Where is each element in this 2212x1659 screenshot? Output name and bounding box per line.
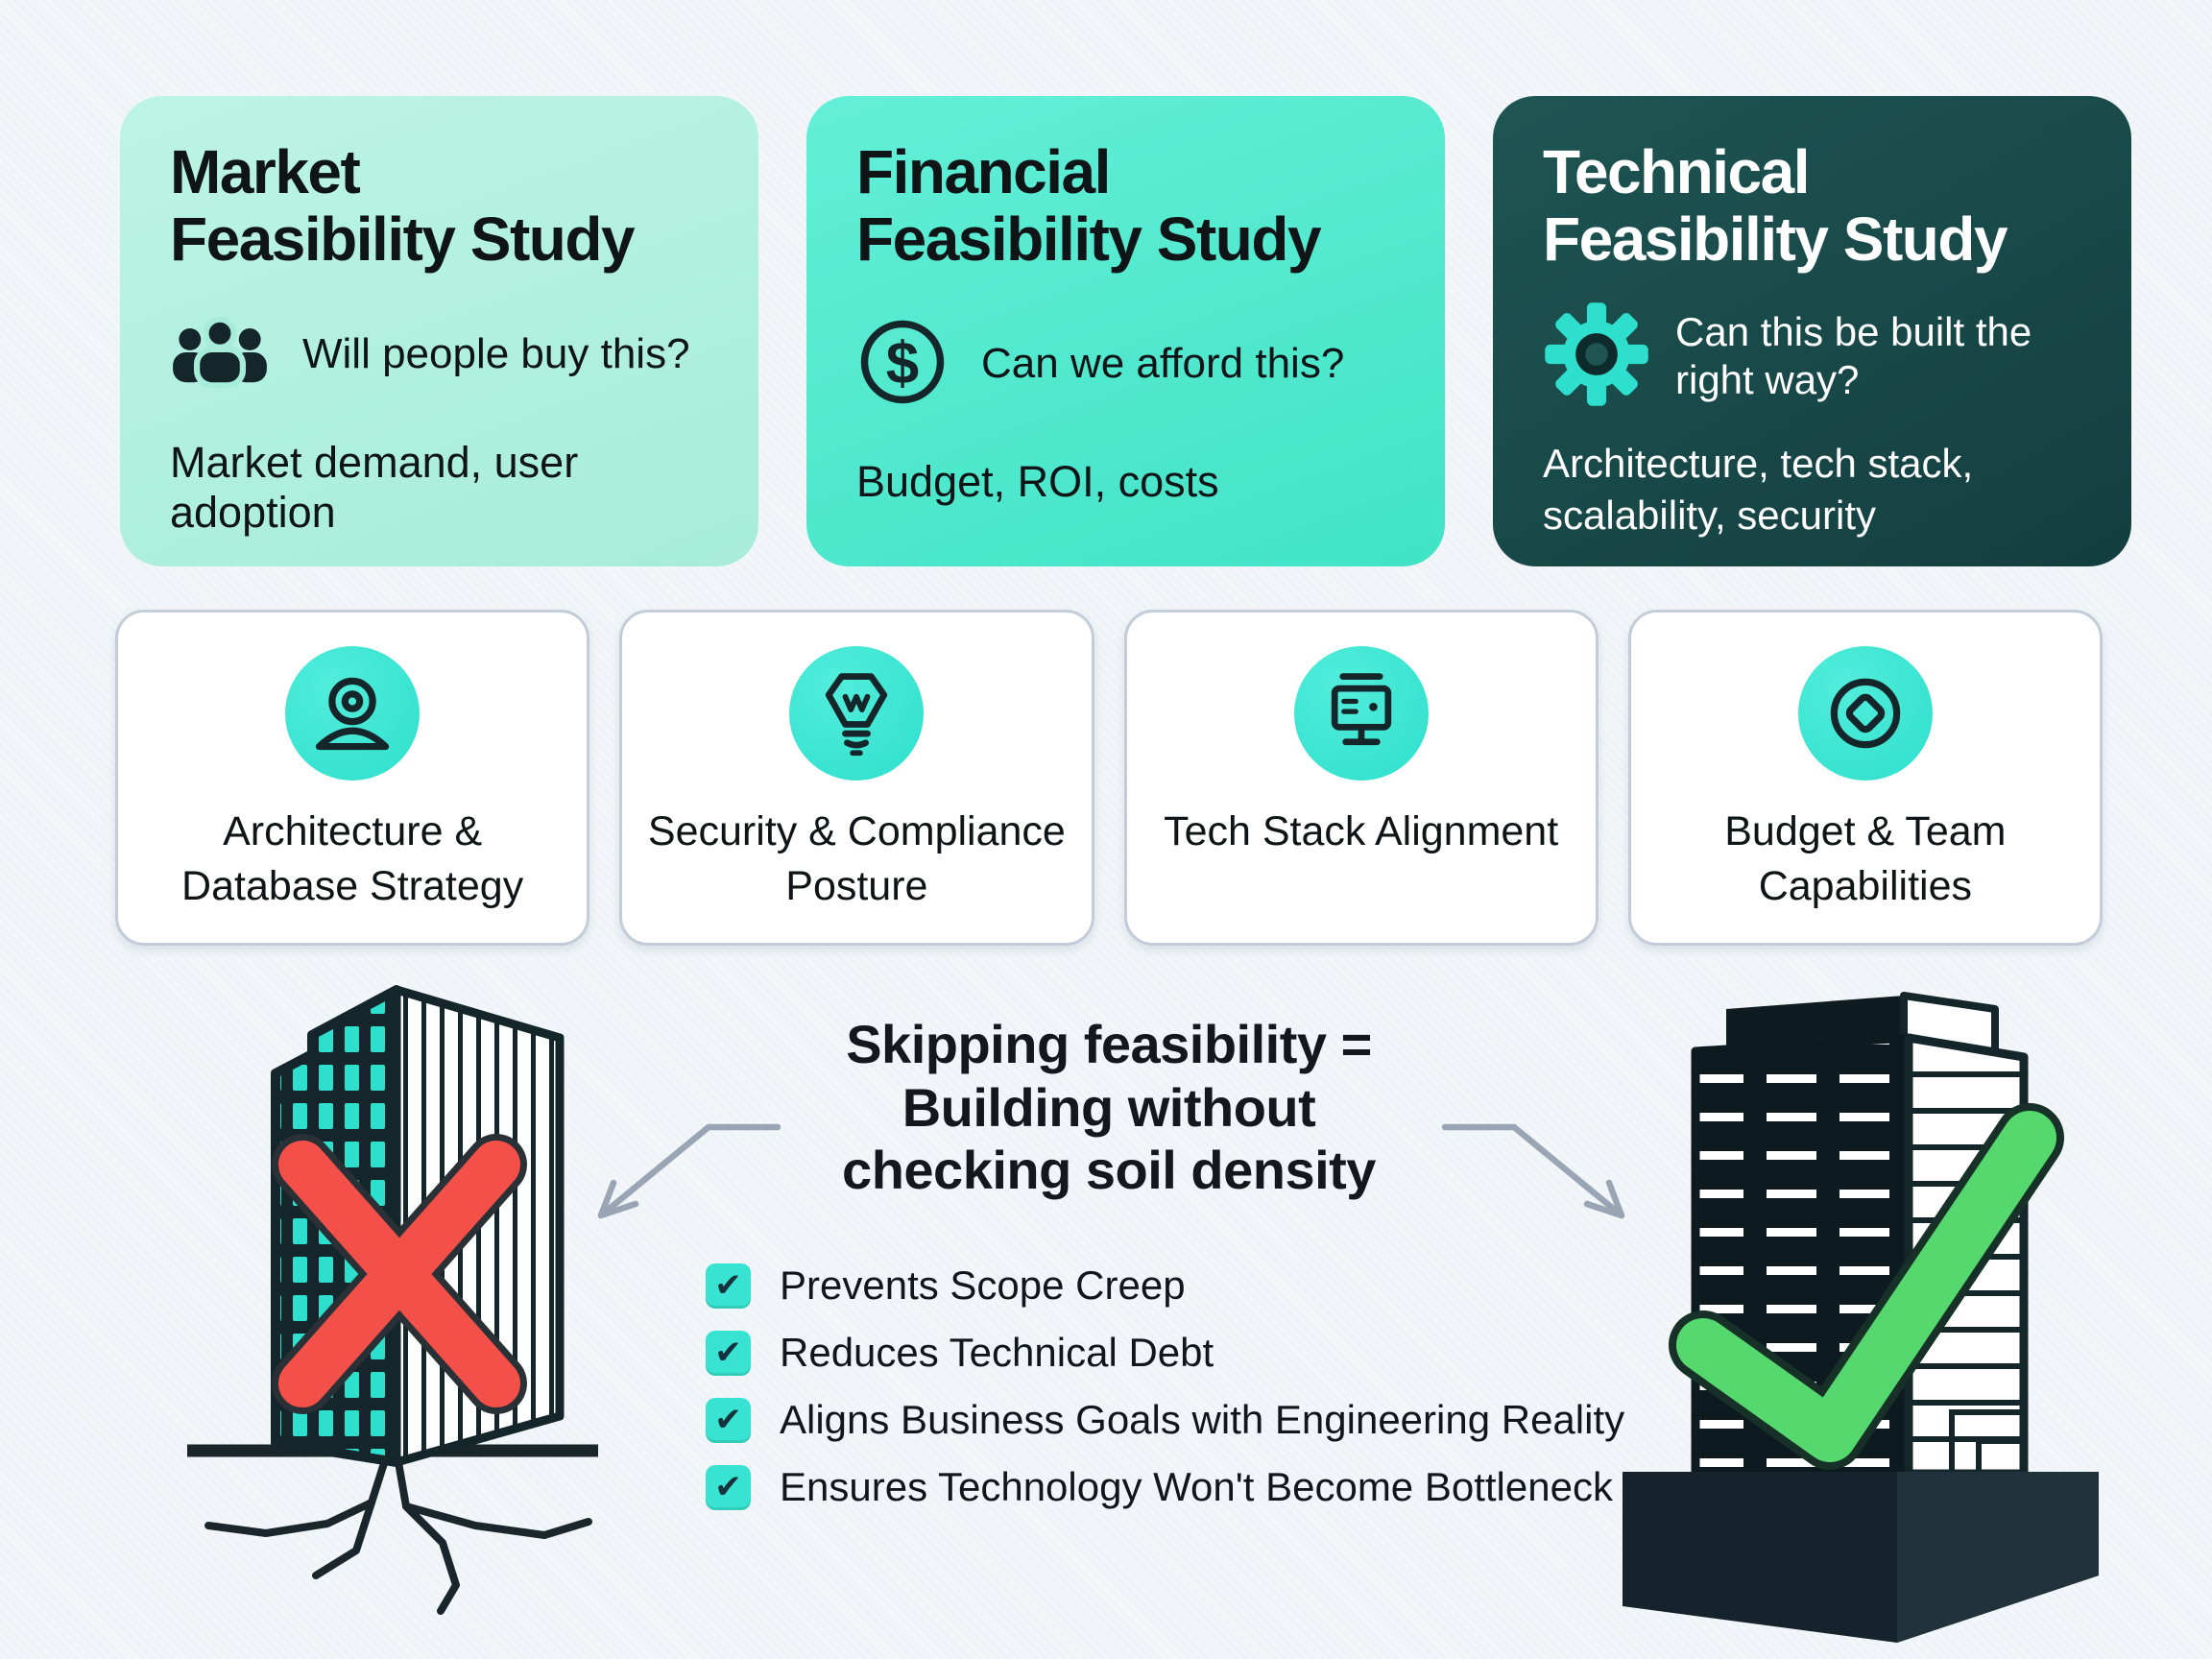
budget-team-card: Budget & Team Capabilities: [1627, 610, 2103, 946]
checklist-item: ✔ Ensures Technology Won't Become Bottle…: [706, 1464, 1624, 1510]
checklist-item: ✔ Reduces Technical Debt: [706, 1330, 1624, 1376]
solid-building-green-check-illustration: [1611, 982, 2110, 1649]
security-compliance-card: Security & Compliance Posture: [619, 610, 1094, 946]
checked-checkbox-icon: ✔: [706, 1330, 751, 1376]
dollar-circle-icon: $: [856, 316, 949, 413]
technical-card-question: Can this be built the right way?: [1675, 308, 2032, 403]
checked-checkbox-icon: ✔: [706, 1464, 751, 1510]
financial-card-question: Can we afford this?: [981, 340, 1345, 388]
factor-card-label: Security & Compliance Posture: [647, 808, 1066, 909]
checked-checkbox-icon: ✔: [706, 1262, 751, 1309]
gear-icon: [1543, 301, 1650, 413]
diamond-icon: [1797, 646, 1933, 781]
checked-checkbox-icon: ✔: [706, 1397, 751, 1443]
technical-card-scope: Architecture, tech stack, scalability, s…: [1543, 440, 1974, 538]
people-icon: [170, 316, 270, 394]
bottom-comparison-section: Skipping feasibility = Building without …: [0, 946, 2212, 1659]
tech-stack-card: Tech Stack Alignment: [1123, 610, 1599, 946]
arrow-right-icon: [1432, 1102, 1648, 1241]
factor-card-label: Budget & Team Capabilities: [1724, 808, 2007, 909]
checklist-item: ✔ Aligns Business Goals with Engineering…: [706, 1397, 1624, 1443]
lightbulb-icon: [789, 646, 925, 781]
cracked-building-red-cross-illustration: [158, 982, 624, 1621]
factor-card-label: Architecture & Database Strategy: [181, 808, 524, 909]
feasibility-benefits-checklist: ✔ Prevents Scope Creep ✔ Reduces Technic…: [706, 1262, 1624, 1531]
checklist-item: ✔ Prevents Scope Creep: [706, 1262, 1624, 1309]
monitor-icon: [1293, 646, 1429, 781]
technical-factors-row: Architecture & Database Strategy Securit…: [115, 610, 2103, 946]
user-icon: [285, 646, 421, 781]
market-card-scope: Market demand, user adoption: [170, 437, 579, 537]
financial-card-scope: Budget, ROI, costs: [856, 456, 1219, 506]
factor-card-label: Tech Stack Alignment: [1164, 808, 1559, 854]
svg-text:$: $: [886, 330, 919, 397]
skipping-feasibility-headline: Skipping feasibility = Building without …: [842, 1014, 1376, 1201]
architecture-database-card: Architecture & Database Strategy: [115, 610, 590, 946]
market-card-question: Will people buy this?: [302, 330, 690, 378]
arrow-left-icon: [574, 1102, 790, 1241]
